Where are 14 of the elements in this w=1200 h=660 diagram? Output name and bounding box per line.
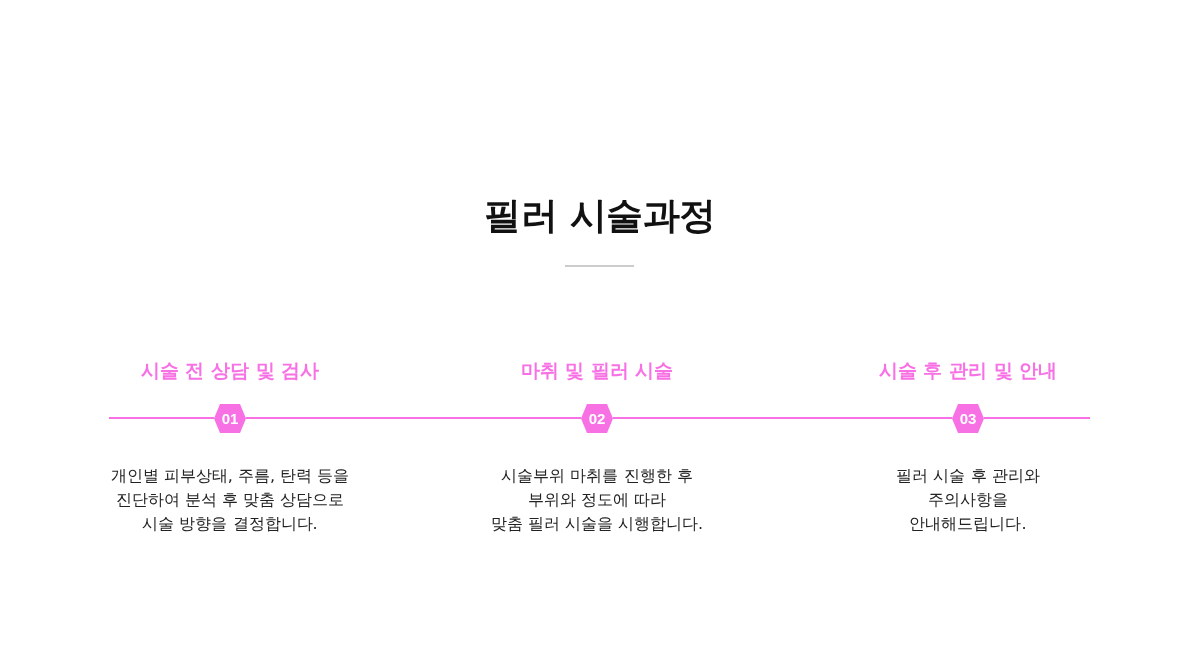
step-hexagon: 03 [952, 403, 984, 433]
timeline-line [108, 417, 215, 419]
step-heading: 마취 및 필러 시술 [520, 358, 674, 383]
step-hexagon: 02 [581, 403, 613, 433]
step-description: 필러 시술 후 관리와 주의사항을 안내해드립니다. [896, 465, 1040, 535]
page-title: 필러 시술과정 [484, 193, 716, 239]
step-heading: 시술 후 관리 및 안내 [878, 358, 1058, 383]
timeline-line [245, 417, 582, 419]
step-description: 시술부위 마취를 진행한 후 부위와 정도에 따라 맞춤 필러 시술을 시행합니다. [490, 465, 704, 535]
step-heading: 시술 전 상담 및 검사 [140, 358, 320, 383]
step-description: 개인별 피부상태, 주름, 탄력 등을 진단하여 분석 후 맞춤 상담으로 시술 방향을 결정합니다. [110, 465, 350, 535]
timeline-line [983, 417, 1091, 419]
step-hexagon: 01 [214, 403, 246, 433]
timeline-line [612, 417, 953, 419]
